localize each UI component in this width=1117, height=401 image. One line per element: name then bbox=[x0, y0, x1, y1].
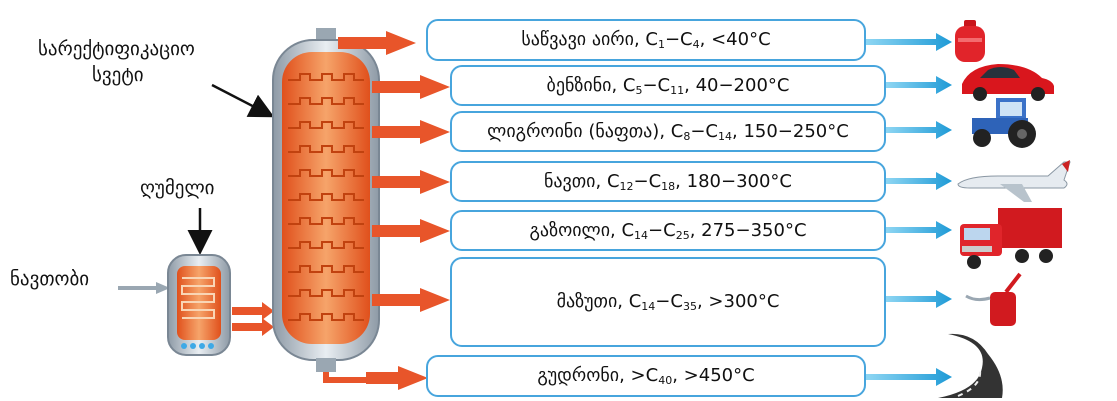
fraction-arrows bbox=[338, 31, 450, 390]
carbon-from: 1 bbox=[657, 38, 665, 51]
carbon-from: 14 bbox=[641, 300, 656, 313]
carbon-to: 25 bbox=[675, 228, 690, 242]
carbon-to: 11 bbox=[670, 83, 685, 97]
fraction-name: ბენზინი bbox=[546, 74, 612, 96]
fraction-box-mazut: მაზუთი, C14−C35, >300°C bbox=[450, 257, 886, 347]
column-label-line1: სარექტიფიკაციო bbox=[38, 38, 195, 60]
fraction-temp: 180−300°C bbox=[686, 170, 792, 192]
fraction-label: ნავთი, C12−C18, 180−300°C bbox=[543, 170, 792, 193]
fraction-name: გუდრონი bbox=[537, 365, 620, 386]
carbon-from: 14 bbox=[634, 228, 649, 242]
distillation-column bbox=[272, 28, 380, 372]
fraction-label: გაზოილი, C14−C25, 275−350°C bbox=[529, 219, 807, 242]
fraction-box-gasoline: ბენზინი, C5−C11, 40−200°C bbox=[450, 65, 886, 106]
fraction-arrow-2 bbox=[372, 75, 450, 99]
column-pointer-arrow bbox=[211, 83, 275, 118]
carbon-to: 4 bbox=[692, 38, 700, 51]
fraction-arrow-4 bbox=[372, 170, 450, 194]
sports-car-icon bbox=[962, 64, 1054, 101]
fraction-arrow-6 bbox=[372, 288, 450, 312]
fraction-label: ლიგროინი (ნაფთა), C8−C14, 150−250°C bbox=[487, 120, 849, 143]
carbon-from: 12 bbox=[619, 179, 634, 193]
product-arrow-7 bbox=[866, 368, 952, 386]
fraction-temp: 150−250°C bbox=[743, 120, 849, 142]
product-arrow-2 bbox=[886, 76, 952, 94]
fraction-box-tar: გუდრონი, >C40, >450°C bbox=[426, 355, 866, 397]
fraction-box-gas: საწვავი აირი, C1−C4, <40°C bbox=[426, 19, 866, 61]
fraction-box-naphtha: ლიგროინი (ნაფთა), C8−C14, 150−250°C bbox=[450, 111, 886, 152]
product-arrow-1 bbox=[866, 33, 952, 51]
fraction-label: ბენზინი, C5−C11, 40−200°C bbox=[546, 74, 790, 97]
furnace-label: ღუმელი bbox=[140, 177, 215, 199]
fraction-label: გუდრონი, >C40, >450°C bbox=[537, 365, 755, 387]
gas-cylinder-icon bbox=[955, 20, 985, 62]
carbon-to: 18 bbox=[661, 179, 676, 193]
road-icon bbox=[938, 333, 1003, 398]
fraction-temp: >450°C bbox=[683, 365, 755, 386]
fraction-label: მაზუთი, C14−C35, >300°C bbox=[556, 291, 780, 313]
truck-icon bbox=[960, 208, 1062, 269]
fraction-temp: 40−200°C bbox=[695, 74, 790, 96]
column-label: სარექტიფიკაციო სვეტი bbox=[38, 36, 195, 88]
fraction-arrow-3 bbox=[372, 120, 450, 144]
fraction-box-gasoil: გაზოილი, C14−C25, 275−350°C bbox=[450, 210, 886, 251]
column-label-line2: სვეტი bbox=[92, 64, 144, 86]
carbon-from: 5 bbox=[635, 83, 643, 97]
fraction-arrow-1 bbox=[338, 31, 416, 55]
fraction-label: საწვავი აირი, C1−C4, <40°C bbox=[521, 29, 771, 51]
oil-label: ნავთობი bbox=[10, 268, 90, 290]
carbon-to: 35 bbox=[682, 300, 697, 313]
fraction-temp: >300°C bbox=[708, 291, 780, 312]
tractor-icon bbox=[972, 98, 1036, 148]
furnace bbox=[167, 254, 231, 356]
product-arrow-5 bbox=[886, 221, 952, 239]
fraction-name: ლიგროინი (ნაფთა) bbox=[487, 120, 660, 142]
fraction-temp: 275−350°C bbox=[701, 219, 807, 241]
fraction-name: ნავთი bbox=[543, 170, 596, 192]
product-arrow-6 bbox=[886, 290, 952, 308]
fraction-name: გაზოილი bbox=[529, 219, 611, 241]
airplane-icon bbox=[957, 160, 1071, 202]
fraction-name: საწვავი აირი bbox=[521, 29, 634, 50]
fraction-arrow-7 bbox=[366, 366, 428, 390]
product-arrow-4 bbox=[886, 172, 952, 190]
product-arrows bbox=[866, 33, 952, 386]
carbon-from: 8 bbox=[683, 129, 691, 143]
carbon-to: 40 bbox=[658, 374, 673, 387]
oil-can-icon bbox=[965, 272, 1022, 326]
fraction-arrow-5 bbox=[372, 219, 450, 243]
fraction-temp: <40°C bbox=[711, 29, 771, 50]
carbon-to: 14 bbox=[718, 129, 732, 143]
fraction-name: მაზუთი bbox=[556, 291, 618, 312]
product-arrow-3 bbox=[886, 121, 952, 139]
furnace-to-column-arrows bbox=[232, 302, 274, 336]
bottom-pipe bbox=[323, 372, 366, 383]
fraction-box-kerosene: ნავთი, C12−C18, 180−300°C bbox=[450, 161, 886, 202]
